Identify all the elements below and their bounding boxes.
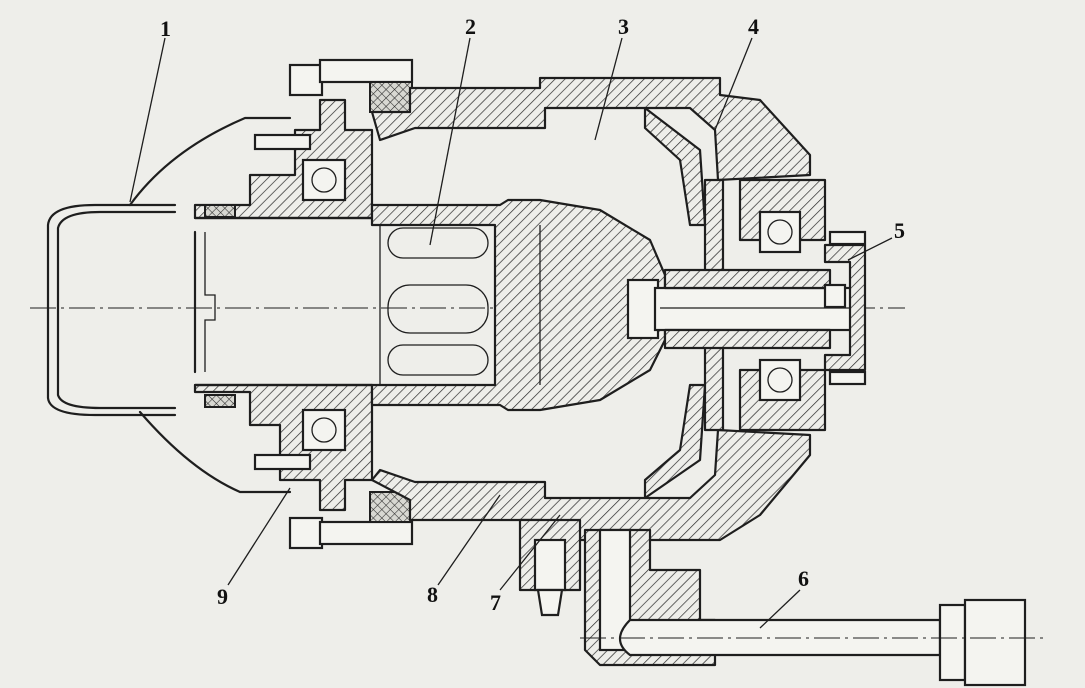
- leader-5: [847, 237, 893, 261]
- end-cap: [823, 243, 867, 372]
- bottom-port-assembly: [518, 518, 1045, 687]
- inlet-bell: [46, 116, 292, 494]
- rear-bearing-bottom: [758, 358, 802, 402]
- impeller-nut: [626, 278, 660, 340]
- leader-lines: [129, 37, 893, 629]
- callout-3: 3: [618, 14, 629, 39]
- impeller-vane-1: [387, 227, 489, 259]
- rear-bearing-top: [758, 210, 802, 254]
- leader-7: [499, 514, 561, 591]
- leader-2: [429, 37, 471, 246]
- callout-8: 8: [427, 582, 438, 607]
- impeller-vane-3: [387, 344, 489, 376]
- callout-7: 7: [490, 590, 501, 615]
- callout-2: 2: [465, 14, 476, 39]
- leader-6: [759, 589, 801, 629]
- inlet-pipe: [193, 216, 374, 387]
- front-bearing-housing: [193, 98, 374, 512]
- front-bearing-top: [301, 158, 347, 202]
- pipe-fitting: [963, 598, 1027, 687]
- callout-4: 4: [748, 14, 759, 39]
- callout-6: 6: [798, 566, 809, 591]
- flange-bolts: [288, 58, 414, 550]
- callout-5: 5: [894, 218, 905, 243]
- leader-4: [714, 37, 753, 131]
- callout-9: 9: [217, 584, 228, 609]
- impeller: [370, 198, 667, 412]
- leader-3: [594, 37, 623, 141]
- leader-8: [437, 494, 501, 586]
- leader-1: [129, 37, 166, 203]
- pipe-fitting-nut: [938, 603, 967, 682]
- shaft: [626, 268, 857, 350]
- rear-bearing-assembly: [738, 178, 867, 432]
- front-bearing-bottom: [301, 408, 347, 452]
- callout-1: 1: [160, 16, 171, 41]
- impeller-vane-2: [387, 284, 489, 334]
- leader-9: [227, 487, 291, 586]
